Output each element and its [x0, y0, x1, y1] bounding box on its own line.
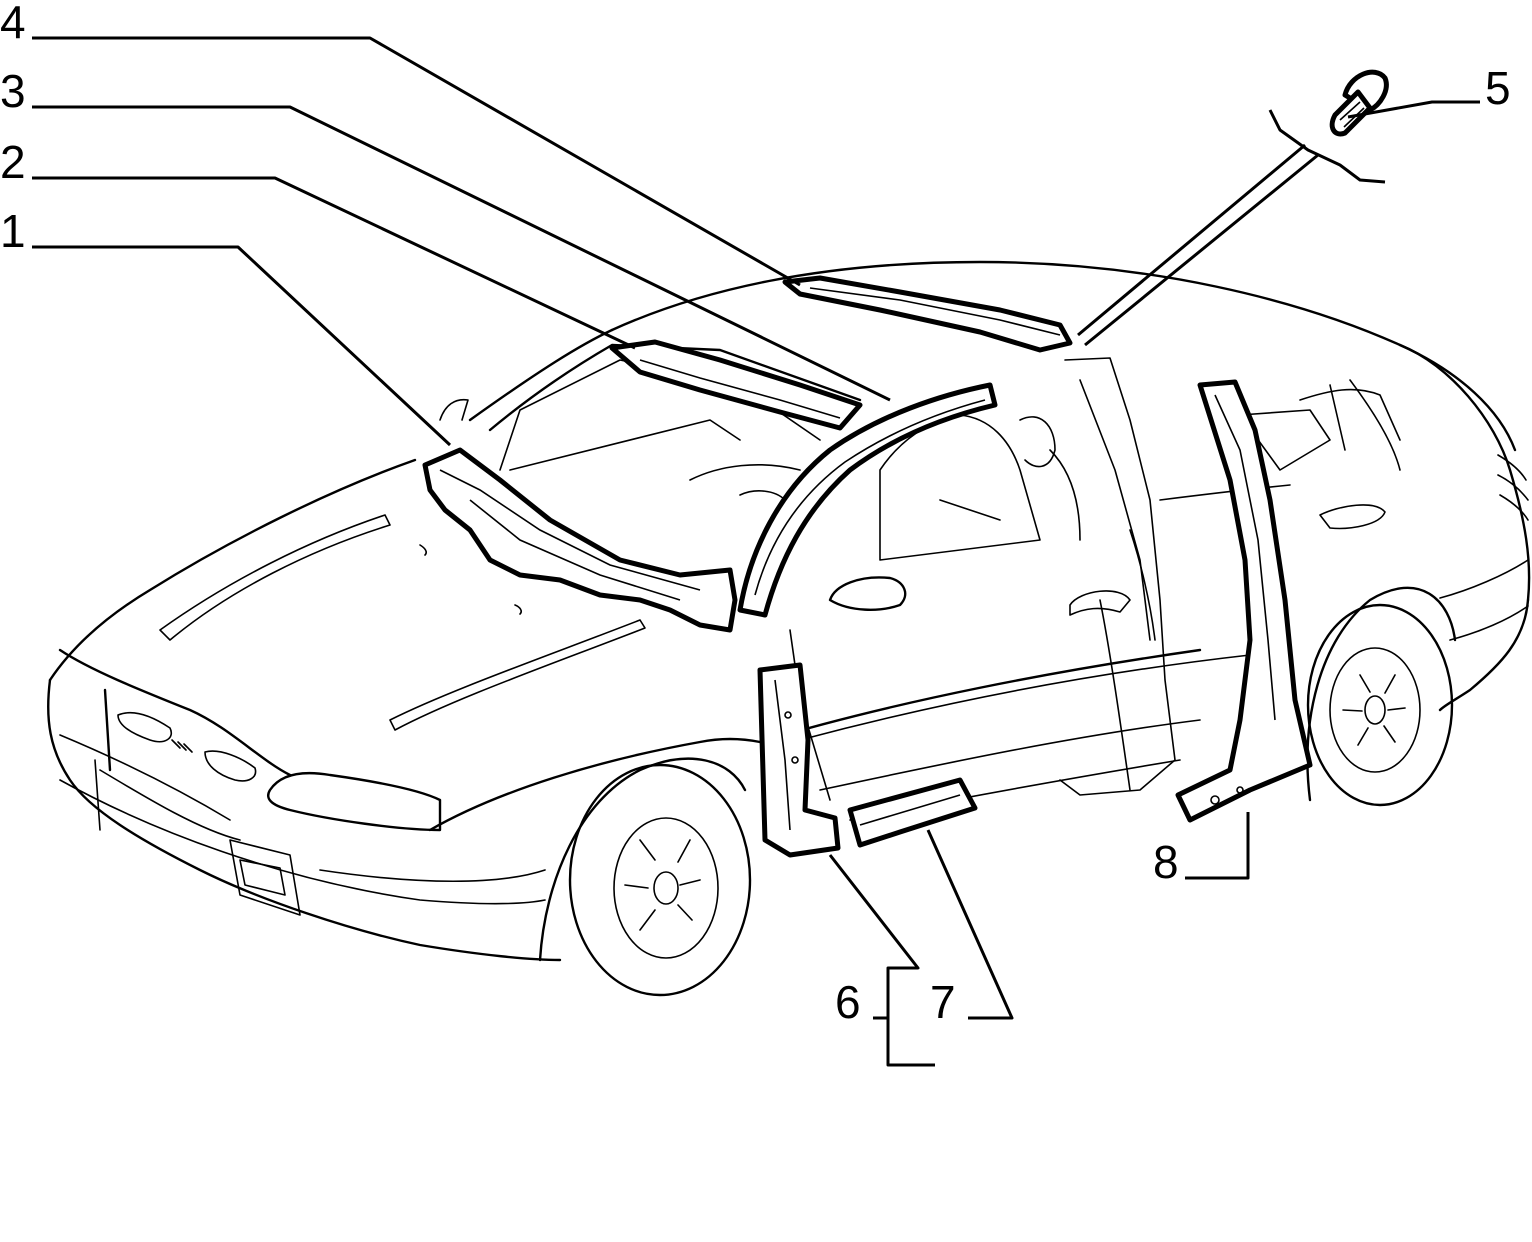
part-1-cowl-panel: [422, 447, 738, 633]
callout-8: 8: [1153, 836, 1179, 888]
callout-7: 7: [930, 976, 956, 1028]
part-6-a-pillar-lower: [757, 662, 841, 858]
callout-4: 4: [0, 0, 26, 48]
leader-lines: [32, 36, 1480, 1067]
callout-1: 1: [0, 205, 26, 257]
car-body-outline: [47, 260, 1531, 997]
b-pillar-body-outline: [1059, 357, 1176, 796]
part-4-roof-rail: [782, 275, 1073, 353]
part-7-sill-panel: [847, 777, 978, 848]
callout-labels: 1 2 3 4 5 6 7 8: [0, 0, 1511, 1028]
callout-3: 3: [0, 65, 26, 117]
callout-2: 2: [0, 136, 26, 188]
part-2-windshield-header: [609, 339, 863, 431]
part-8-b-pillar: [1175, 379, 1313, 823]
callout-6: 6: [835, 976, 861, 1028]
callout-5: 5: [1485, 62, 1511, 114]
part-5-screw: [1329, 69, 1389, 137]
part-3-a-pillar-rail: [737, 382, 998, 618]
